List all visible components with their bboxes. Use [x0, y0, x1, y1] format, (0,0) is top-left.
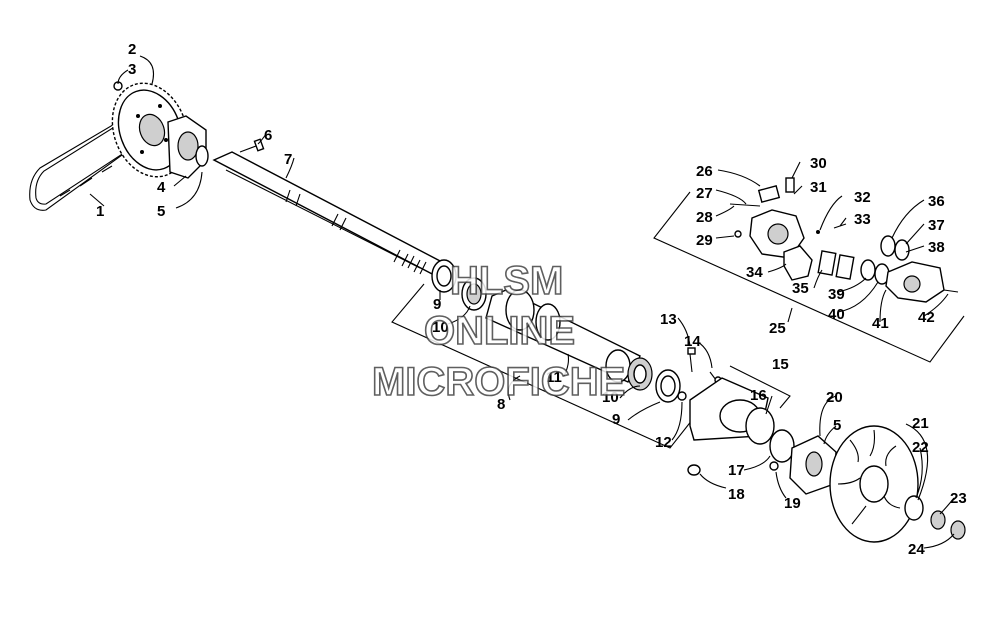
callout-32: 32 — [854, 189, 871, 206]
assembly-8-bracket — [391, 283, 701, 449]
bolt-6 — [239, 138, 265, 153]
callout-26: 26 — [696, 163, 713, 180]
callout-5-right: 5 — [833, 417, 841, 434]
drive-chain — [29, 115, 141, 211]
callout-2: 2 — [128, 41, 136, 58]
rear-axle — [212, 151, 443, 277]
callout-24: 24 — [908, 541, 925, 558]
callout-19: 19 — [784, 495, 801, 512]
callout-40: 40 — [828, 306, 845, 323]
caliper-outer-half — [885, 261, 959, 303]
callout-11: 11 — [546, 369, 562, 386]
watermark-line3: MICROFICHE — [372, 360, 625, 404]
callout-36: 36 — [928, 193, 945, 210]
callout-6: 6 — [264, 127, 272, 144]
caliper-assembly-bracket — [653, 191, 965, 363]
callout-25: 25 — [769, 320, 786, 337]
callout-42: 42 — [918, 309, 935, 326]
callout-4: 4 — [157, 179, 166, 196]
callout-9-right: 9 — [612, 411, 620, 428]
callout-7: 7 — [284, 151, 292, 168]
seal-and-bearing-right — [627, 357, 681, 403]
watermark-line2: ONLINE — [424, 309, 575, 353]
seal-and-bearing-left — [431, 259, 487, 311]
callout-13: 13 — [660, 311, 677, 328]
callout-18: 18 — [728, 486, 745, 503]
caliper-pistons-seals — [860, 235, 910, 285]
seal-17 — [769, 429, 795, 463]
callout-38: 38 — [928, 239, 945, 256]
callout-10-left: 10 — [432, 319, 449, 336]
caliper-inner-half — [729, 177, 805, 259]
brake-hub — [789, 435, 837, 495]
callout-8: 8 — [497, 396, 505, 413]
callout-20: 20 — [826, 389, 843, 406]
brake-disc — [829, 425, 919, 543]
callout-12: 12 — [655, 434, 672, 451]
nut-24 — [950, 520, 966, 540]
callout-28: 28 — [696, 209, 713, 226]
washer-18 — [687, 464, 701, 476]
callout-9-left: 9 — [433, 296, 441, 313]
bolts-13-14 — [687, 347, 722, 384]
callout-34: 34 — [746, 264, 763, 281]
bleeder-30 — [785, 177, 795, 193]
callout-37: 37 — [928, 217, 945, 234]
callout-3: 3 — [128, 61, 136, 78]
callout-22: 22 — [912, 439, 929, 456]
sprocket-hub — [167, 115, 209, 179]
callout-30: 30 — [810, 155, 827, 172]
washer-22 — [904, 495, 924, 521]
leader-lines — [89, 55, 955, 549]
o-ring-16 — [745, 407, 775, 445]
callout-15: 15 — [772, 356, 789, 373]
brake-pads — [783, 223, 855, 281]
callout-41: 41 — [872, 315, 889, 332]
nut-23 — [930, 510, 946, 530]
callout-16: 16 — [750, 387, 767, 404]
nut-12 — [677, 391, 687, 401]
spring-clip-26 — [757, 185, 781, 203]
callout-14: 14 — [684, 333, 701, 350]
callout-29: 29 — [696, 232, 713, 249]
callout-21: 21 — [912, 415, 929, 432]
watermark-line1: HLSM — [450, 259, 563, 303]
callout-31: 31 — [810, 179, 827, 196]
callout-17: 17 — [728, 462, 745, 479]
callout-27: 27 — [696, 185, 713, 202]
callout-33: 33 — [854, 211, 871, 228]
callout-5: 5 — [157, 203, 165, 220]
callout-labels: 2 3 1 4 5 6 7 9 10 11 8 10 9 12 13 14 15… — [96, 41, 967, 558]
bolt-19 — [769, 461, 779, 471]
callout-23: 23 — [950, 490, 967, 507]
callout-10-right: 10 — [602, 389, 619, 406]
callout-1: 1 — [96, 203, 104, 220]
watermark: HLSM ONLINE MICROFICHE — [371, 258, 626, 405]
callout-35: 35 — [792, 280, 809, 297]
caliper-bracket — [689, 365, 791, 441]
callout-39: 39 — [828, 286, 845, 303]
